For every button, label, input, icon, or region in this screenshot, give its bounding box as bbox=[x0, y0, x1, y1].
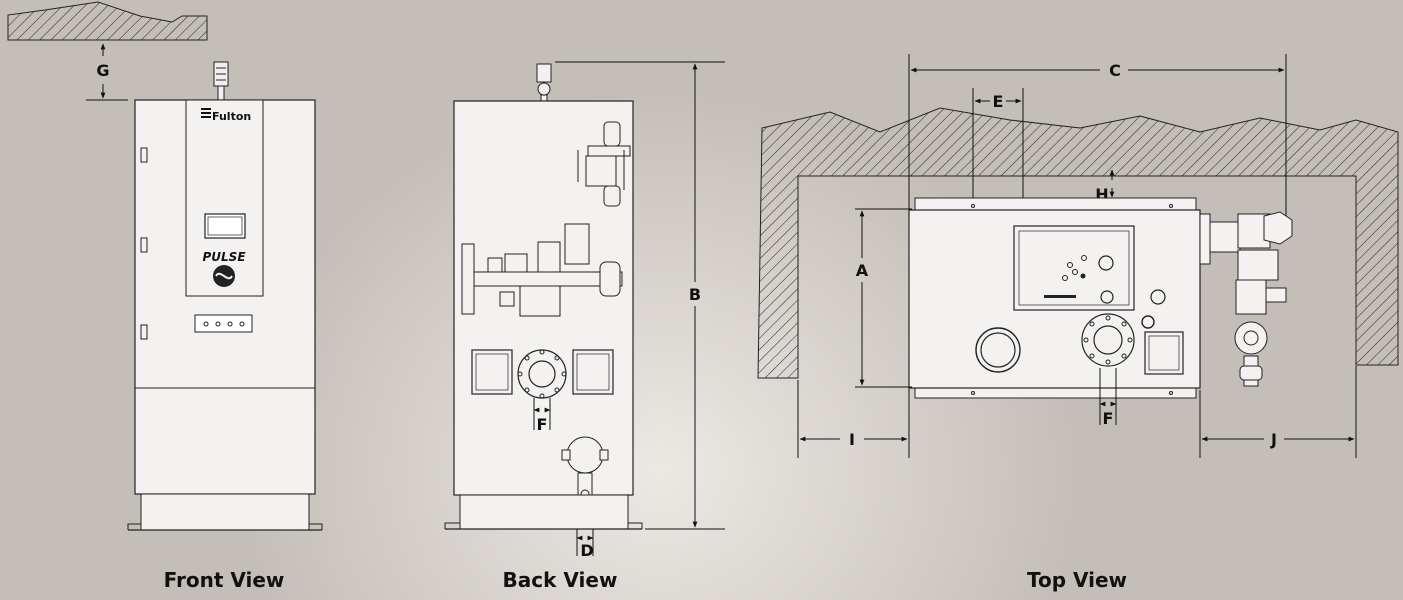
control-panel bbox=[185, 99, 264, 297]
back-view-title: Back View bbox=[502, 568, 618, 592]
dim-label-f-top: F bbox=[1103, 409, 1114, 428]
dim-label-d: D bbox=[580, 541, 593, 560]
ceiling-hatch bbox=[7, 1, 208, 41]
dim-label-e: E bbox=[993, 92, 1004, 111]
top-gas-train bbox=[1199, 211, 1293, 387]
upper-valve-assembly bbox=[577, 121, 631, 207]
front-base bbox=[140, 493, 310, 531]
dim-label-g: G bbox=[96, 61, 109, 80]
dim-label-f-back: F bbox=[537, 415, 548, 434]
dim-label-c: C bbox=[1109, 61, 1121, 80]
touchscreen-display bbox=[204, 213, 246, 239]
vent-cap-icon bbox=[1150, 289, 1166, 305]
indicator-strip bbox=[194, 314, 253, 333]
top-view-title: Top View bbox=[1026, 568, 1128, 592]
gas-valve-train bbox=[461, 223, 623, 317]
front-view: G Fulton PULSE bbox=[7, 1, 323, 531]
brand-label: Fulton bbox=[212, 110, 251, 123]
dim-label-j: J bbox=[1270, 430, 1277, 449]
dim-label-a: A bbox=[856, 261, 869, 280]
model-label: PULSE bbox=[202, 250, 246, 264]
back-panel-right bbox=[572, 349, 614, 395]
dim-label-i: I bbox=[849, 430, 855, 449]
top-flange bbox=[1081, 313, 1135, 367]
front-view-title: Front View bbox=[163, 568, 285, 592]
flue-outlet bbox=[975, 327, 1021, 373]
dim-label-b: B bbox=[689, 285, 701, 304]
back-vent-fitting bbox=[536, 63, 552, 102]
back-view: F D B bbox=[444, 61, 725, 560]
top-view: C E H bbox=[757, 54, 1399, 458]
wall-hatch bbox=[757, 107, 1399, 379]
back-base bbox=[459, 494, 629, 530]
back-panel-left bbox=[471, 349, 513, 395]
top-vent-fitting bbox=[213, 61, 229, 101]
